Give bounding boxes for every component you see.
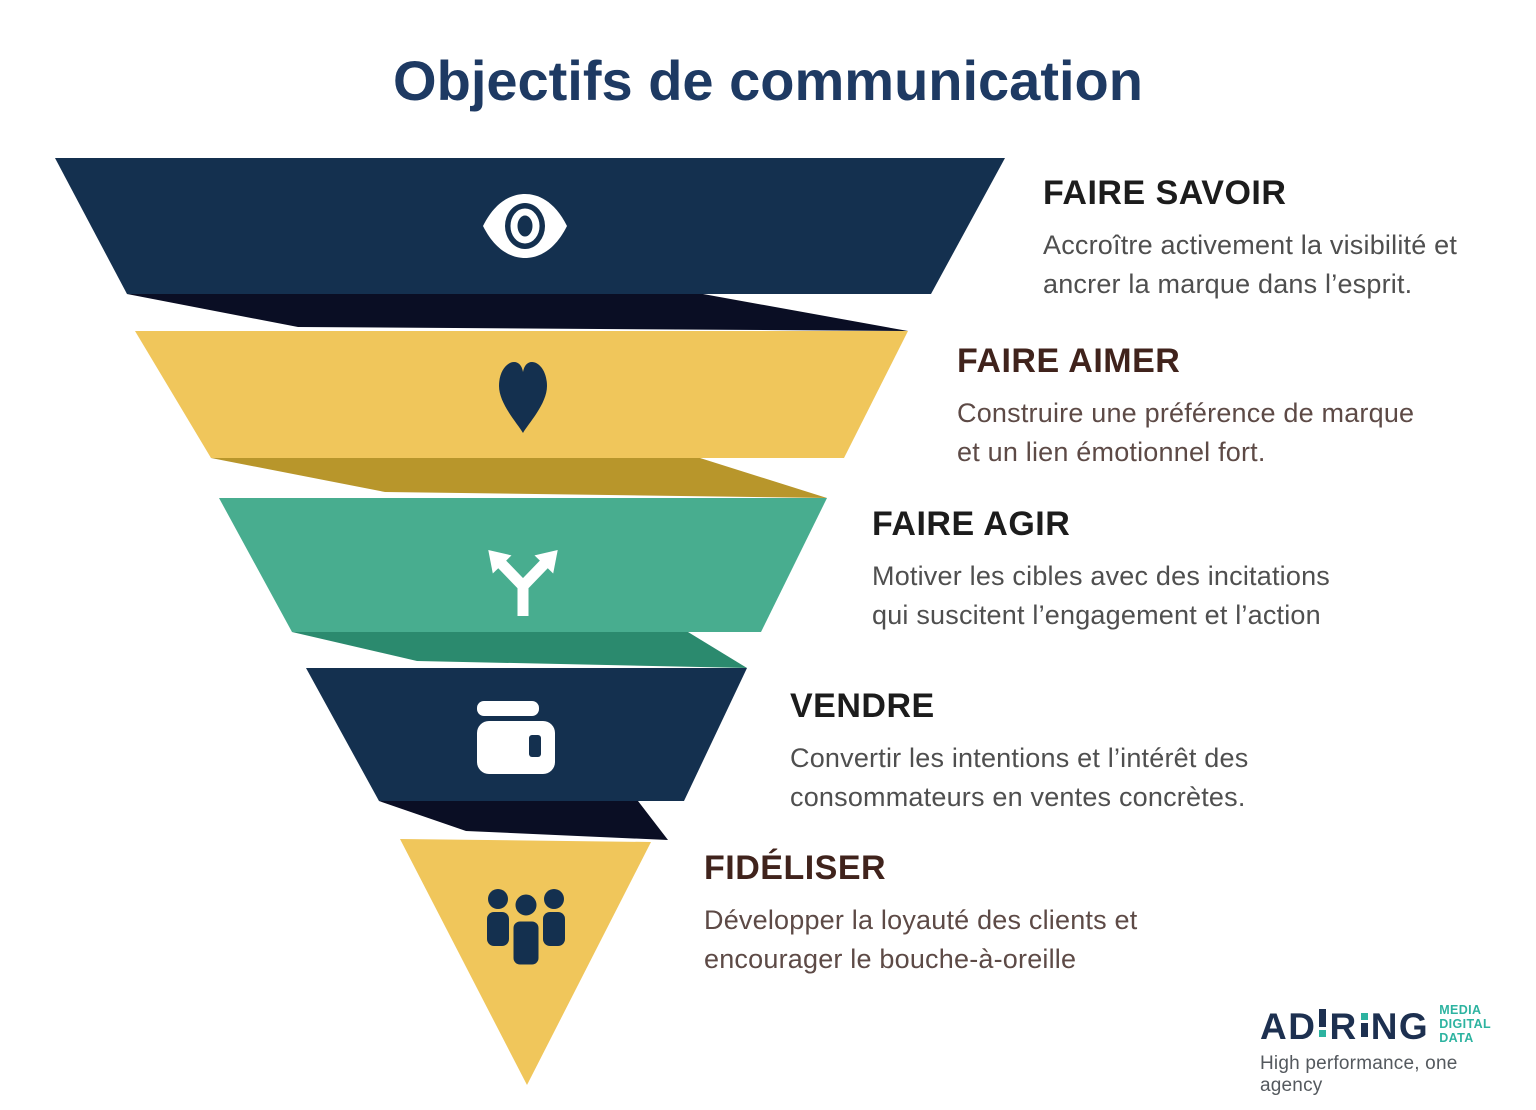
arrow-branch-right [517,559,550,592]
item-description: Développer la loyauté des clients et enc… [704,905,1138,975]
arrow-head-right [534,550,558,574]
i-bar [1360,1023,1368,1038]
heart-icon [499,362,547,433]
person-right-body [543,912,565,946]
brand-tagline: High performance, one agency [1260,1053,1458,1097]
person-center-head [512,891,540,919]
brand-i-glyph [1360,1013,1368,1038]
eye-icon [483,194,567,258]
people-icon [487,889,565,968]
eye-pupil-ring [510,208,540,244]
person-left-body [487,912,509,946]
funnel-fold-3 [292,632,747,668]
funnel-fold-1 [127,294,908,331]
page-title: Objectifs de communication [393,49,1143,112]
funnel-fold-4 [379,801,668,840]
person-right-head [544,889,564,909]
item-heading: FAIRE SAVOIR [1043,174,1287,212]
item-description: Accroître activement la visibilité et an… [1043,230,1458,300]
exclamation-bar [1319,1009,1327,1028]
brand-wordmark: AD R NG [1260,1008,1429,1045]
brand-letters-ad: AD [1260,1006,1317,1048]
funnel-fold-2 [211,458,827,498]
item-description: Construire une préférence de marque et u… [957,398,1415,468]
person-center-body [510,918,542,968]
item-heading: FIDÉLISER [704,849,887,887]
wallet-body [477,721,555,774]
funnel-item-vendre: VENDRE Convertir les intentions et l’int… [790,689,1290,818]
arrow-head-left [488,550,512,574]
item-description: Convertir les intentions et l’intérêt de… [790,743,1249,813]
item-heading: FAIRE AIMER [957,342,1181,380]
funnel-item-faire-agir: FAIRE AGIR Motiver les cibles avec des i… [872,507,1372,636]
funnel-band-faire-agir [219,498,827,632]
item-heading: FAIRE AGIR [872,505,1071,543]
funnel-item-fideliser: FIDÉLISER Développer la loyauté des clie… [704,851,1204,980]
i-dot [1360,1013,1368,1021]
item-description: Motiver les cibles avec des incitations … [872,561,1330,631]
brand-letter-r: R [1329,1006,1358,1048]
brand-logo: AD R NG MEDIA DIGITAL DATA High performa… [1260,1003,1520,1097]
person-left-head [488,889,508,909]
service-media: MEDIA [1439,1003,1482,1017]
brand-exclamation-glyph [1319,1009,1327,1038]
brand-logo-row: AD R NG MEDIA DIGITAL DATA [1260,1003,1520,1045]
wallet-flap [477,701,539,716]
exclamation-dot [1319,1030,1327,1038]
funnel-item-faire-savoir: FAIRE SAVOIR Accroître activement la vis… [1043,176,1536,305]
service-data: DATA [1439,1030,1474,1045]
brand-letters-ng: NG [1370,1006,1430,1048]
brand-services: MEDIA DIGITAL DATA [1439,1003,1492,1045]
wallet-icon [477,701,555,774]
wallet-clasp [529,735,541,757]
service-digital: DIGITAL [1439,1016,1492,1031]
split-arrows-icon [488,550,558,616]
funnel-item-faire-aimer: FAIRE AIMER Construire une préférence de… [957,344,1457,473]
item-heading: VENDRE [790,687,935,725]
heart-shape [499,362,547,433]
